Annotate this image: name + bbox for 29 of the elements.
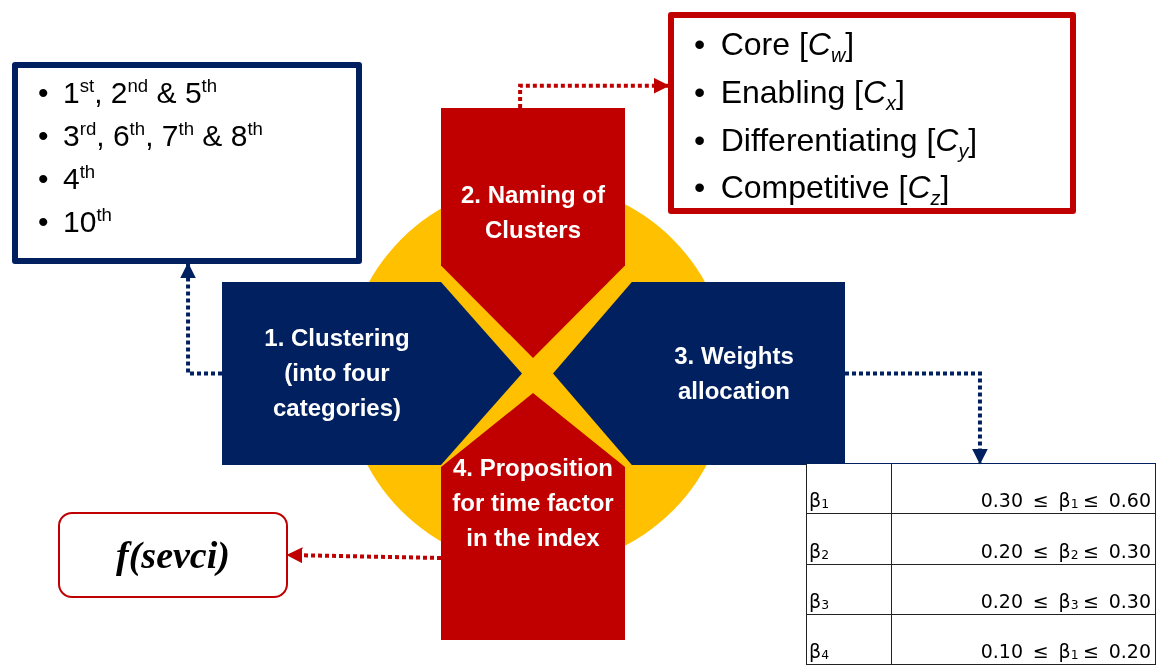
dotted-arrow (180, 262, 222, 376)
step-label: 2. Naming of Clusters (460, 180, 606, 245)
table-cell: 0.30 ≤ β$_{1}$ ≤ 0.60 (891, 464, 1155, 515)
list-item: • 1$^{st}$, 2$^{nd}$ & 5$^{th}$ (38, 74, 219, 111)
table-cell: 0.20 ≤ β$_{3}$ ≤ 0.30 (891, 564, 1155, 615)
list-item: • 3$^{rd}$, 6$^{th}$, 7$^{th}$ & 8$^{th}$ (38, 116, 264, 154)
step-label: 1. Clustering (into four categories) (263, 323, 411, 423)
table-cell: β$_{2}$ (807, 514, 891, 565)
dotted-arrow (518, 77, 670, 108)
bullet-list-box (668, 12, 1076, 214)
list-item: • Enabling [C$_{x}$] (694, 72, 906, 117)
table-cell: β$_{4}$ (807, 614, 891, 665)
table-cell: 0.20 ≤ β$_{2}$ ≤ 0.30 (891, 514, 1155, 565)
step-label: 4. Proposition for time factor in the index (451, 453, 615, 553)
dotted-arrow (286, 547, 442, 564)
table-cell: β$_{1}$ (807, 464, 891, 515)
formula-box (58, 512, 288, 598)
bullet-list-box (12, 62, 362, 264)
list-item: • Core [C$_{w}$] (694, 25, 856, 69)
list-item: • Competitive [C$_{z}$] (694, 168, 951, 212)
formula-text: f(sevci) (116, 533, 230, 577)
step-label: 3. Weights allocation (673, 340, 795, 406)
table-cell: 0.10 ≤ β$_{1}$ ≤ 0.20 (891, 614, 1155, 665)
dotted-arrow (845, 371, 988, 465)
weights-table (806, 463, 1156, 665)
table-cell: β$_{3}$ (807, 564, 891, 615)
list-item: • 10$^{th}$ (38, 202, 113, 240)
list-item: • 4$^{th}$ (38, 159, 97, 197)
list-item: • Differentiating [C$_{y}$] (694, 120, 979, 164)
